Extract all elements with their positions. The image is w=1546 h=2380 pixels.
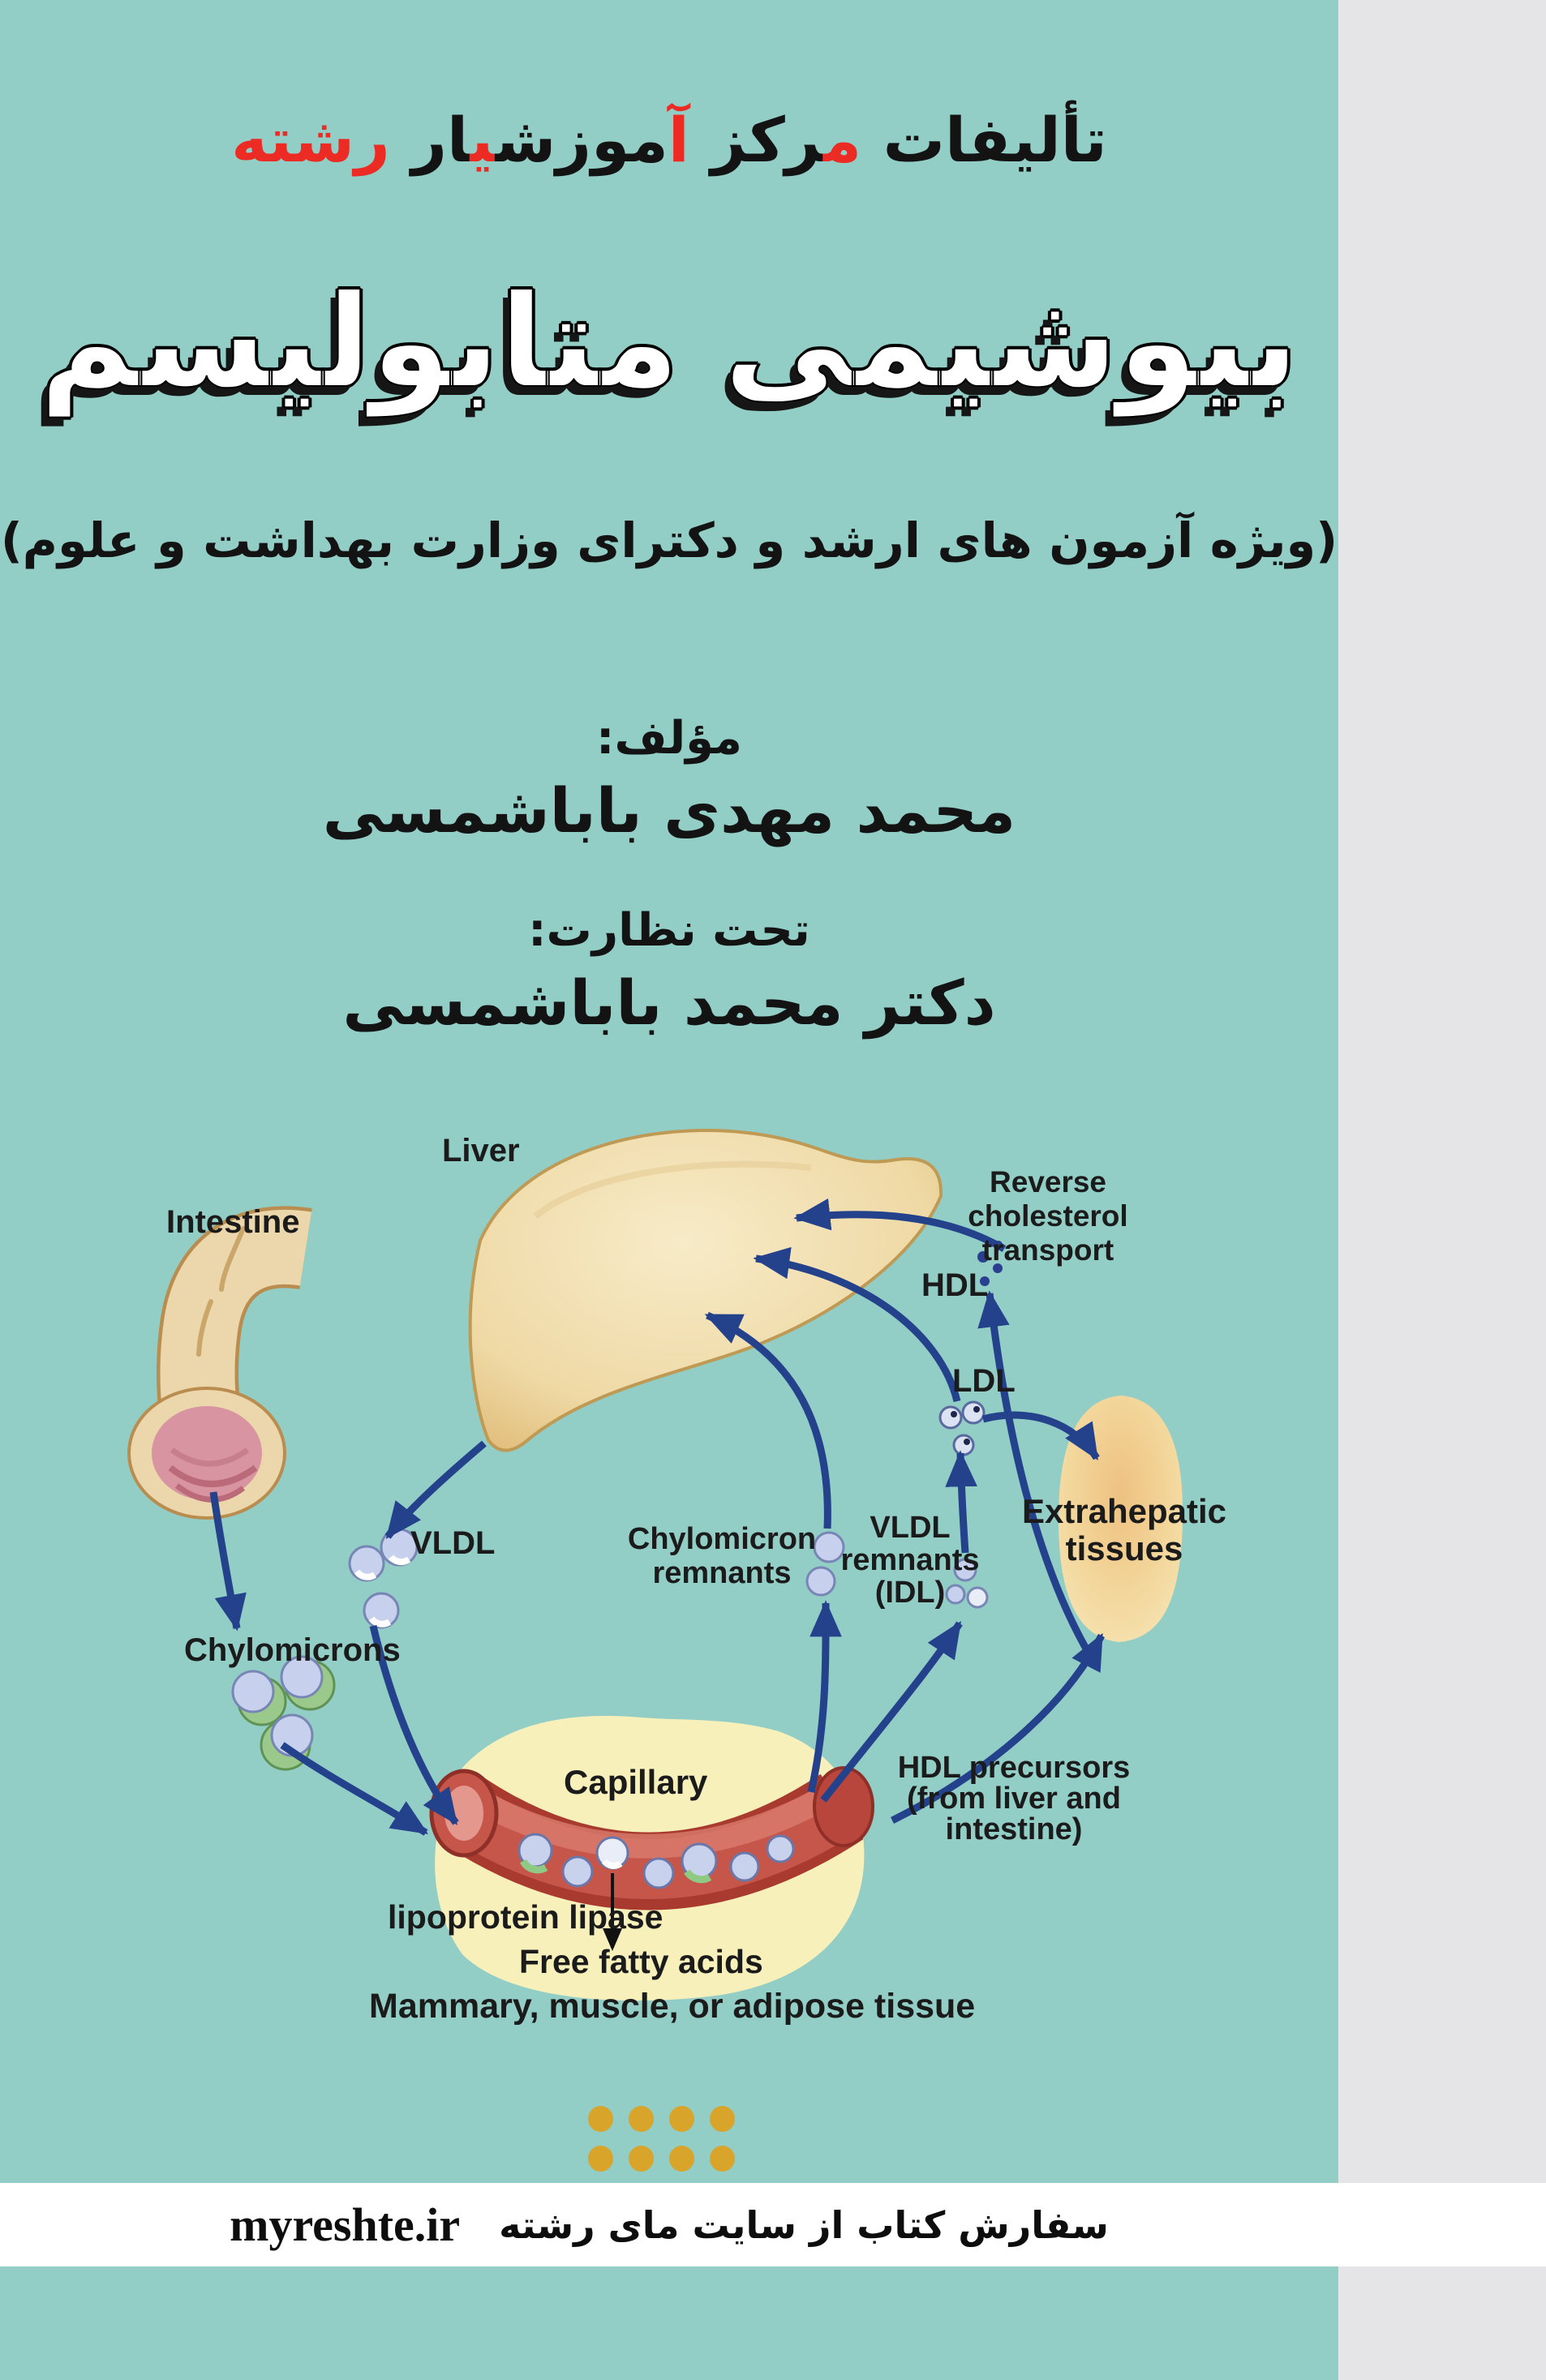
hdl-precursors-label: HDL precursors [898, 1751, 1131, 1785]
vldl-remnants-label: (IDL) [875, 1576, 946, 1610]
capillary-label: Capillary [564, 1763, 708, 1801]
vldl-remnants-label: remnants [840, 1543, 979, 1577]
decor-dot [669, 2146, 694, 2172]
chylomicron-remnants-label: remnants [652, 1556, 791, 1590]
vldl-label: VLDL [410, 1525, 495, 1561]
mammary-tissue-label: Mammary, muscle, or adipose tissue [369, 1987, 975, 2026]
intestine-illustration [127, 1206, 312, 1520]
footer-band: سفارش کتاب از سایت مای رشته myreshte.ir [0, 2183, 1546, 2266]
publisher-segment-red: ‍ی‍ [470, 104, 496, 176]
intestine-label: Intestine [166, 1204, 299, 1240]
chylomicron-particles [231, 1655, 336, 1771]
publisher-segment: موزش‍ [495, 104, 668, 176]
ldl-particles [938, 1400, 986, 1456]
hdl-label: HDL [921, 1267, 988, 1303]
free-fatty-acids-label: Free fatty acids [519, 1943, 763, 1980]
footer-order-text: سفارش کتاب از سایت مای رشته [499, 2202, 1109, 2247]
supervision-name: دکتر محمد باباشمسی [342, 967, 996, 1039]
hdl-precursors-label: intestine) [946, 1812, 1083, 1846]
publisher-segment-red: رشته [231, 104, 390, 176]
ldl-label: LDL [952, 1363, 1016, 1399]
liver-label: Liver [442, 1133, 520, 1169]
decor-dot [629, 2146, 654, 2172]
reverse-transport-label: cholesterol [968, 1199, 1127, 1233]
idl-particles [945, 1558, 989, 1609]
footer-site-link[interactable]: myreshte.ir [230, 2198, 461, 2251]
publisher-line: تألیفات م‍‍رکز آموزش‍‍ی‍‍ار رشته [0, 104, 1338, 176]
decor-dot [588, 2106, 613, 2132]
pathway-arrows [209, 1198, 1105, 1836]
publisher-segment: تألیفات [861, 104, 1107, 176]
chylomicron-remnant-particles [805, 1531, 845, 1597]
book-title: بیوشیمی متابولیسم [39, 267, 1299, 418]
footer-order-line: سفارش کتاب از سایت مای رشته myreshte.ir [0, 2183, 1338, 2266]
decor-dot [710, 2106, 735, 2132]
extrahepatic-label: tissues [1066, 1529, 1183, 1567]
book-subtitle: (ویژه آزمون های ارشد و دکترای وزارت بهدا… [0, 512, 1338, 568]
chylomicron-remnants-label: Chylomicron [628, 1522, 816, 1556]
vldl-particles [348, 1528, 419, 1629]
publisher-segment: ‍رکز [689, 104, 824, 176]
reverse-transport-label: transport [982, 1233, 1114, 1267]
publisher-segment-red: م‍ [823, 104, 862, 176]
author-name: محمد مهدی باباشمسی [322, 774, 1016, 847]
supervision-label: تحت نظارت: [528, 904, 810, 957]
lipoprotein-metabolism-diagram: Liver Intestine Reverse cholesterol tran… [127, 1128, 1226, 2026]
extrahepatic-label: Extrahepatic [1022, 1492, 1226, 1530]
decor-dot-grid [588, 2106, 735, 2172]
hdl-precursors-label: (from liver and [907, 1782, 1121, 1816]
decor-dot [629, 2106, 654, 2132]
liver-illustration [468, 1128, 943, 1452]
decor-dot [588, 2146, 613, 2172]
reverse-transport-label: Reverse [990, 1165, 1106, 1199]
chylomicrons-label: Chylomicrons [184, 1632, 401, 1668]
decor-dot [710, 2146, 735, 2172]
lipoprotein-particles-in-capillary [517, 1833, 795, 1889]
lipoprotein-lipase-label: lipoprotein lipase [388, 1898, 663, 1936]
publisher-segment: ‍ار [389, 104, 470, 176]
decor-dot [669, 2106, 694, 2132]
publisher-segment-red: آ [668, 104, 689, 176]
vldl-remnants-label: VLDL [870, 1511, 950, 1545]
author-label: مؤلف: [596, 712, 742, 765]
